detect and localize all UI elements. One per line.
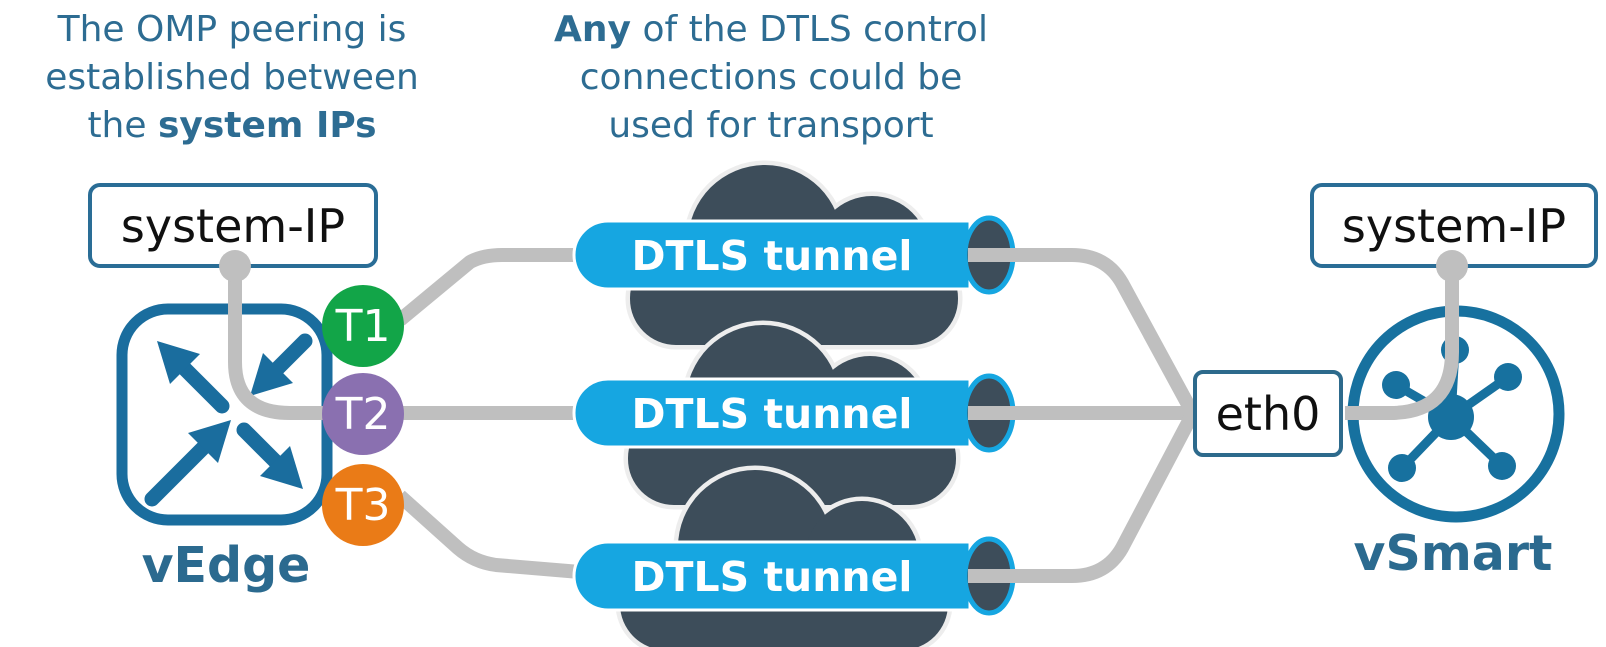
dtls-tunnel-pipe-icon (572, 373, 1022, 453)
connector-tunnel1-to-eth0 (995, 248, 1198, 414)
tunnel-port-t3-label: T3 (335, 479, 391, 531)
caption-line: Any of the DTLS control (511, 6, 1031, 54)
dtls-tunnel-2-label: DTLS tunnel (631, 390, 913, 438)
caption-text: connections could be (579, 57, 963, 98)
connector-tunnel3-to-eth0 (995, 413, 1198, 583)
connector-systemip-to-eth0 (228, 266, 1205, 420)
caption-line: established between (10, 54, 454, 102)
tunnel-port-t3-badge: T3 (322, 464, 404, 546)
vsmart-node-label: vSmart (1353, 525, 1553, 582)
caption-text-bold: system IPs (157, 105, 377, 146)
caption-line: The OMP peering is (10, 6, 454, 54)
caption-line: connections could be (511, 54, 1031, 102)
caption-omp-peering: The OMP peering is established between t… (10, 6, 454, 150)
caption-text-bold: Any (554, 9, 631, 50)
connector-dot-icon (1436, 250, 1468, 282)
tunnel-port-t2-label: T2 (335, 388, 391, 440)
vsmart-system-ip-label: system-IP (1341, 198, 1567, 253)
connector-eth0-to-systemip (1345, 266, 1459, 420)
dtls-tunnel-pipe-icon (572, 536, 1022, 616)
tunnel-port-t1-badge: T1 (322, 285, 404, 367)
caption-line: used for transport (511, 102, 1031, 150)
connector-dot-icon (219, 250, 251, 282)
caption-text: The OMP peering is (57, 9, 407, 50)
vedge-system-ip-label: system-IP (120, 198, 346, 253)
caption-line: the system IPs (10, 102, 454, 150)
caption-text: the (87, 105, 158, 146)
eth0-label: eth0 (1215, 386, 1321, 441)
connector-t1-to-tunnel1 (395, 248, 580, 326)
connector-t3-to-tunnel3 (395, 490, 581, 579)
tunnel-port-t1-label: T1 (335, 300, 391, 352)
dtls-tunnel-3-label: DTLS tunnel (631, 553, 913, 601)
dtls-tunnel-1-label: DTLS tunnel (631, 232, 913, 280)
caption-text: used for transport (608, 105, 934, 146)
eth0-interface-box: eth0 (1193, 370, 1343, 457)
vedge-node-label: vEdge (141, 537, 311, 594)
tunnel-port-t2-badge: T2 (322, 373, 404, 455)
vsmart-controller-icon (1347, 305, 1565, 523)
dtls-tunnel-pipe-icon (572, 215, 1022, 295)
caption-text: established between (45, 57, 419, 98)
caption-text: of the DTLS control (631, 9, 988, 50)
caption-dtls-transport: Any of the DTLS control connections coul… (511, 6, 1031, 150)
